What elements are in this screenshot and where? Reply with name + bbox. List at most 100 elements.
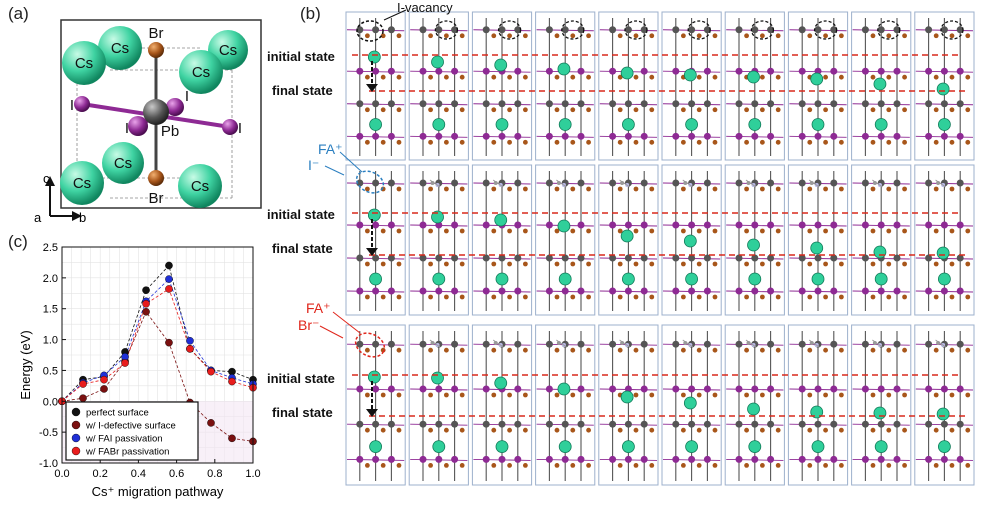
snapshot-frame [787, 164, 849, 316]
br-ion-label: Br⁻ [298, 317, 319, 333]
snapshot-frame [914, 324, 975, 486]
y-tick-label: 2.0 [43, 273, 58, 285]
legend-marker [71, 446, 81, 456]
snapshot-frame [787, 324, 849, 486]
y-axis-label: Energy (eV) [18, 330, 33, 399]
series-line [61, 311, 254, 442]
cs-atom-bulk [748, 440, 762, 454]
cs-atom-migrating [683, 234, 697, 248]
cs-atom-migrating [620, 66, 634, 80]
i-atom [128, 116, 148, 136]
i-label: I [185, 88, 189, 105]
cs-atom-bulk [811, 118, 825, 131]
snapshot-frame [914, 164, 975, 316]
cs-atom [98, 26, 142, 70]
y-tick-label: -1.0 [39, 458, 58, 470]
y-tick-label: 1.5 [43, 304, 58, 316]
cs-atom-migrating [873, 245, 887, 259]
cs-atom-migrating [936, 246, 950, 260]
snapshot-frame [535, 324, 596, 486]
cs-atom-migrating [494, 376, 508, 390]
panel-a-label: (a) [8, 4, 29, 23]
legend-label: w/ I-defective surface [85, 421, 176, 432]
cs-atom-bulk [622, 272, 635, 286]
data-point [142, 308, 150, 316]
snapshot-frame [535, 164, 596, 316]
series-line [61, 288, 254, 402]
legend-marker [71, 420, 81, 430]
cs-atom-bulk [685, 118, 698, 131]
axis-a-label: a [34, 210, 42, 223]
cs-atom-bulk [495, 440, 509, 454]
legend-label: perfect surface [86, 408, 149, 419]
cs-atom-migrating [367, 208, 381, 222]
vacancy-marker [497, 20, 522, 40]
cs-atom-migrating [683, 68, 697, 82]
cs-label: Cs [73, 175, 91, 192]
cs-label: Cs [191, 178, 209, 195]
cs-atom-bulk [938, 118, 951, 131]
snapshot-frame [408, 11, 469, 161]
cs-atom-migrating [431, 371, 444, 385]
i-label: I [70, 97, 74, 114]
vacancy-marker [561, 20, 585, 40]
snapshot-frame [851, 164, 912, 316]
cs-atom-bulk [495, 118, 509, 131]
vacancy-marker [813, 20, 838, 40]
pb-label: Pb [161, 123, 179, 140]
data-point [186, 337, 194, 345]
cs-atom-migrating [683, 396, 697, 410]
cs-atom-bulk [622, 118, 635, 131]
snapshot-frame [724, 324, 785, 486]
pb-atom [143, 99, 169, 125]
x-axis-label: Cs⁺ migration pathway [92, 484, 224, 499]
data-point [165, 261, 173, 270]
data-point [79, 380, 87, 388]
cs-atom [62, 41, 106, 85]
snapshot-frame [345, 324, 406, 486]
br-label: Br [149, 25, 164, 42]
cs-label: Cs [114, 155, 132, 172]
series-line [61, 264, 254, 402]
snapshot-frame [851, 324, 912, 486]
data-point [228, 434, 236, 443]
x-tick-label: 0.8 [207, 468, 222, 480]
snapshot-frame [598, 164, 659, 316]
snapshot-frame [471, 324, 533, 486]
cs-atom-bulk [748, 272, 762, 286]
cs-atom-migrating [810, 405, 824, 419]
data-point [207, 367, 215, 376]
data-point [186, 345, 194, 353]
i-vacancy-annotation: I-vacancy [356, 0, 453, 42]
axis-c-label: c [43, 171, 50, 186]
cs-label: Cs [75, 55, 93, 72]
data-point [165, 285, 173, 293]
data-point [207, 419, 215, 427]
cs-atom-bulk [748, 118, 762, 131]
cs-atom-bulk [495, 272, 509, 286]
i-label: I [125, 120, 129, 137]
snapshot-frame [408, 164, 469, 316]
data-point [100, 385, 108, 393]
snapshot-frame [535, 11, 596, 161]
cs-atom-bulk [874, 118, 888, 131]
i-atom [166, 98, 184, 116]
initial-state-label: initial state [267, 49, 335, 64]
cs-atom-migrating [810, 241, 824, 255]
snapshot-frame [914, 11, 975, 161]
snapshot-frame [851, 11, 912, 161]
snapshot-frame [724, 164, 785, 316]
vacancy-marker [434, 20, 459, 40]
fa-label: FA⁺ [318, 141, 343, 157]
initial-state-label: initial state [267, 207, 335, 222]
br-atom [148, 42, 164, 58]
cs-atom-bulk [432, 118, 446, 131]
cs-atom-bulk [811, 272, 825, 286]
fai-annotation: FA⁺ I⁻ [308, 141, 385, 194]
snapshot-row [345, 164, 975, 316]
cs-atom-migrating [873, 406, 887, 420]
cs-atom-bulk [874, 440, 888, 454]
snapshot-frame [661, 324, 722, 486]
data-point [100, 375, 108, 384]
